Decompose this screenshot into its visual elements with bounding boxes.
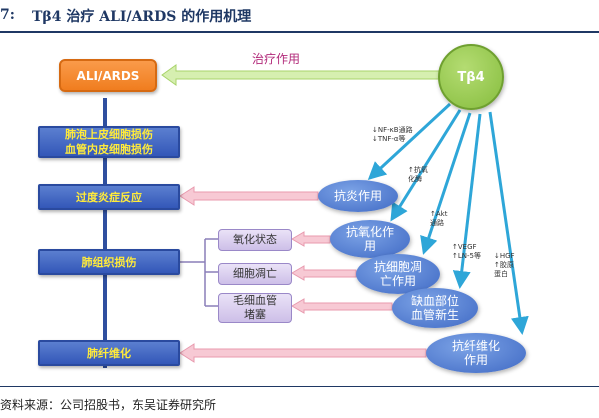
anti-apoptosis-line2: 亡作用 (379, 274, 416, 288)
annotation-antioxidant-enzyme: ↑抗氧 化酶 (408, 166, 428, 184)
oxidation-state-label: 氧化状态 (233, 233, 277, 246)
fibrosis-box: 肺纤维化 (38, 340, 180, 366)
angiogenesis-line1: 缺血部位 (410, 294, 459, 308)
fibrosis-label: 肺纤维化 (87, 346, 131, 360)
antifibrosis-line1: 抗纤维化 (451, 339, 500, 353)
oxidation-state-box: 氧化状态 (218, 229, 292, 251)
annotation-akt-line1: ↑Akt (430, 210, 448, 218)
pink-arrow-apoptosis (291, 265, 357, 281)
figure-header: 7: Tβ4 治疗 ALI/ARDS 的作用机理 (0, 0, 599, 34)
inflammation-box: 过度炎症反应 (38, 184, 180, 210)
anti-apoptosis-ellipse: 抗细胞凋 亡作用 (356, 254, 440, 294)
annotation-nfkb-line2: ↓TNF-α等 (372, 135, 406, 143)
ali-ards-box: ALI/ARDS (59, 59, 157, 92)
pink-arrow-capillary (291, 298, 393, 314)
epithelial-injury-box: 肺泡上皮细胞损伤 血管内皮细胞损伤 (38, 126, 180, 158)
annotation-hgf-line2: ↑胶原 (494, 261, 514, 269)
spine-line (103, 98, 107, 368)
source-note: 资料来源：公司招股书，东吴证券研究所 (0, 398, 217, 412)
angiogenesis-ellipse: 缺血部位 血管新生 (392, 288, 478, 328)
footer-rule (0, 386, 599, 387)
cyan-arrow-1 (367, 102, 452, 181)
capillary-block-line1: 毛细血管 (233, 294, 277, 307)
anti-inflammatory-label: 抗炎作用 (333, 189, 382, 203)
epithelial-injury-line2: 血管内皮细胞损伤 (65, 143, 153, 156)
annotation-antioxidant-enzyme-line1: ↑抗氧 (408, 166, 428, 174)
anti-apoptosis-line1: 抗细胞凋 (373, 260, 422, 274)
cyan-arrow-3 (420, 112, 472, 255)
cyan-arrow-5 (488, 111, 529, 335)
tb4-node: Tβ4 (438, 44, 504, 110)
annotation-vegf-line2: ↑LN-5等 (452, 252, 481, 260)
pink-arrow-oxidation (291, 231, 331, 247)
epithelial-injury-line1: 肺泡上皮细胞损伤 (65, 128, 153, 141)
antioxidant-ellipse: 抗氧化作 用 (330, 220, 410, 258)
capillary-block-line2: 堵塞 (244, 308, 266, 321)
figure-title: Tβ4 治疗 ALI/ARDS 的作用机理 (32, 9, 252, 25)
angiogenesis-line2: 血管新生 (410, 308, 459, 322)
annotation-hgf: ↓HGF ↑胶原 蛋白 (494, 252, 515, 279)
cyan-arrow-2 (390, 109, 462, 222)
annotation-akt-line2: 通路 (430, 219, 444, 227)
inflammation-label: 过度炎症反应 (76, 190, 142, 204)
antifibrosis-ellipse: 抗纤维化 作用 (426, 333, 526, 373)
annotation-akt: ↑Akt 通路 (430, 210, 447, 228)
antioxidant-line1: 抗氧化作 (345, 225, 394, 239)
tb4-label: Tβ4 (457, 69, 485, 85)
mechanism-diagram: ALI/ARDS 治疗作用 Tβ4 肺泡上皮细胞损伤 血管内皮细胞损伤 过度炎症… (0, 34, 599, 386)
annotation-vegf-line1: ↑VEGF (452, 243, 477, 251)
capillary-block-box: 毛细血管 堵塞 (218, 293, 292, 323)
annotation-hgf-line3: 蛋白 (494, 270, 508, 278)
ali-ards-label: ALI/ARDS (76, 68, 140, 83)
sub-bracket (180, 238, 218, 307)
pink-arrow-inflammation (179, 186, 319, 206)
apoptosis-box: 细胞凋亡 (218, 263, 292, 285)
annotation-antioxidant-enzyme-line2: 化酶 (408, 175, 422, 183)
anti-inflammatory-ellipse: 抗炎作用 (318, 180, 398, 212)
annotation-nfkb-line1: ↓NF-κB通路 (372, 126, 413, 134)
cyan-arrow-4 (452, 113, 482, 289)
antioxidant-line2: 用 (363, 239, 376, 253)
header-rule (0, 31, 599, 33)
tissue-injury-box: 肺组织损伤 (38, 249, 180, 275)
therapy-arrow (161, 64, 441, 86)
antifibrosis-line2: 作用 (463, 353, 488, 367)
apoptosis-label: 细胞凋亡 (233, 267, 277, 280)
pink-arrow-fibrosis (179, 343, 427, 363)
therapy-label: 治疗作用 (252, 52, 301, 66)
tissue-injury-label: 肺组织损伤 (81, 255, 137, 269)
annotation-hgf-line1: ↓HGF (494, 252, 515, 260)
figure-number: 7: (0, 7, 15, 23)
annotation-vegf: ↑VEGF ↑LN-5等 (452, 243, 481, 261)
annotation-nfkb: ↓NF-κB通路 ↓TNF-α等 (372, 126, 413, 144)
